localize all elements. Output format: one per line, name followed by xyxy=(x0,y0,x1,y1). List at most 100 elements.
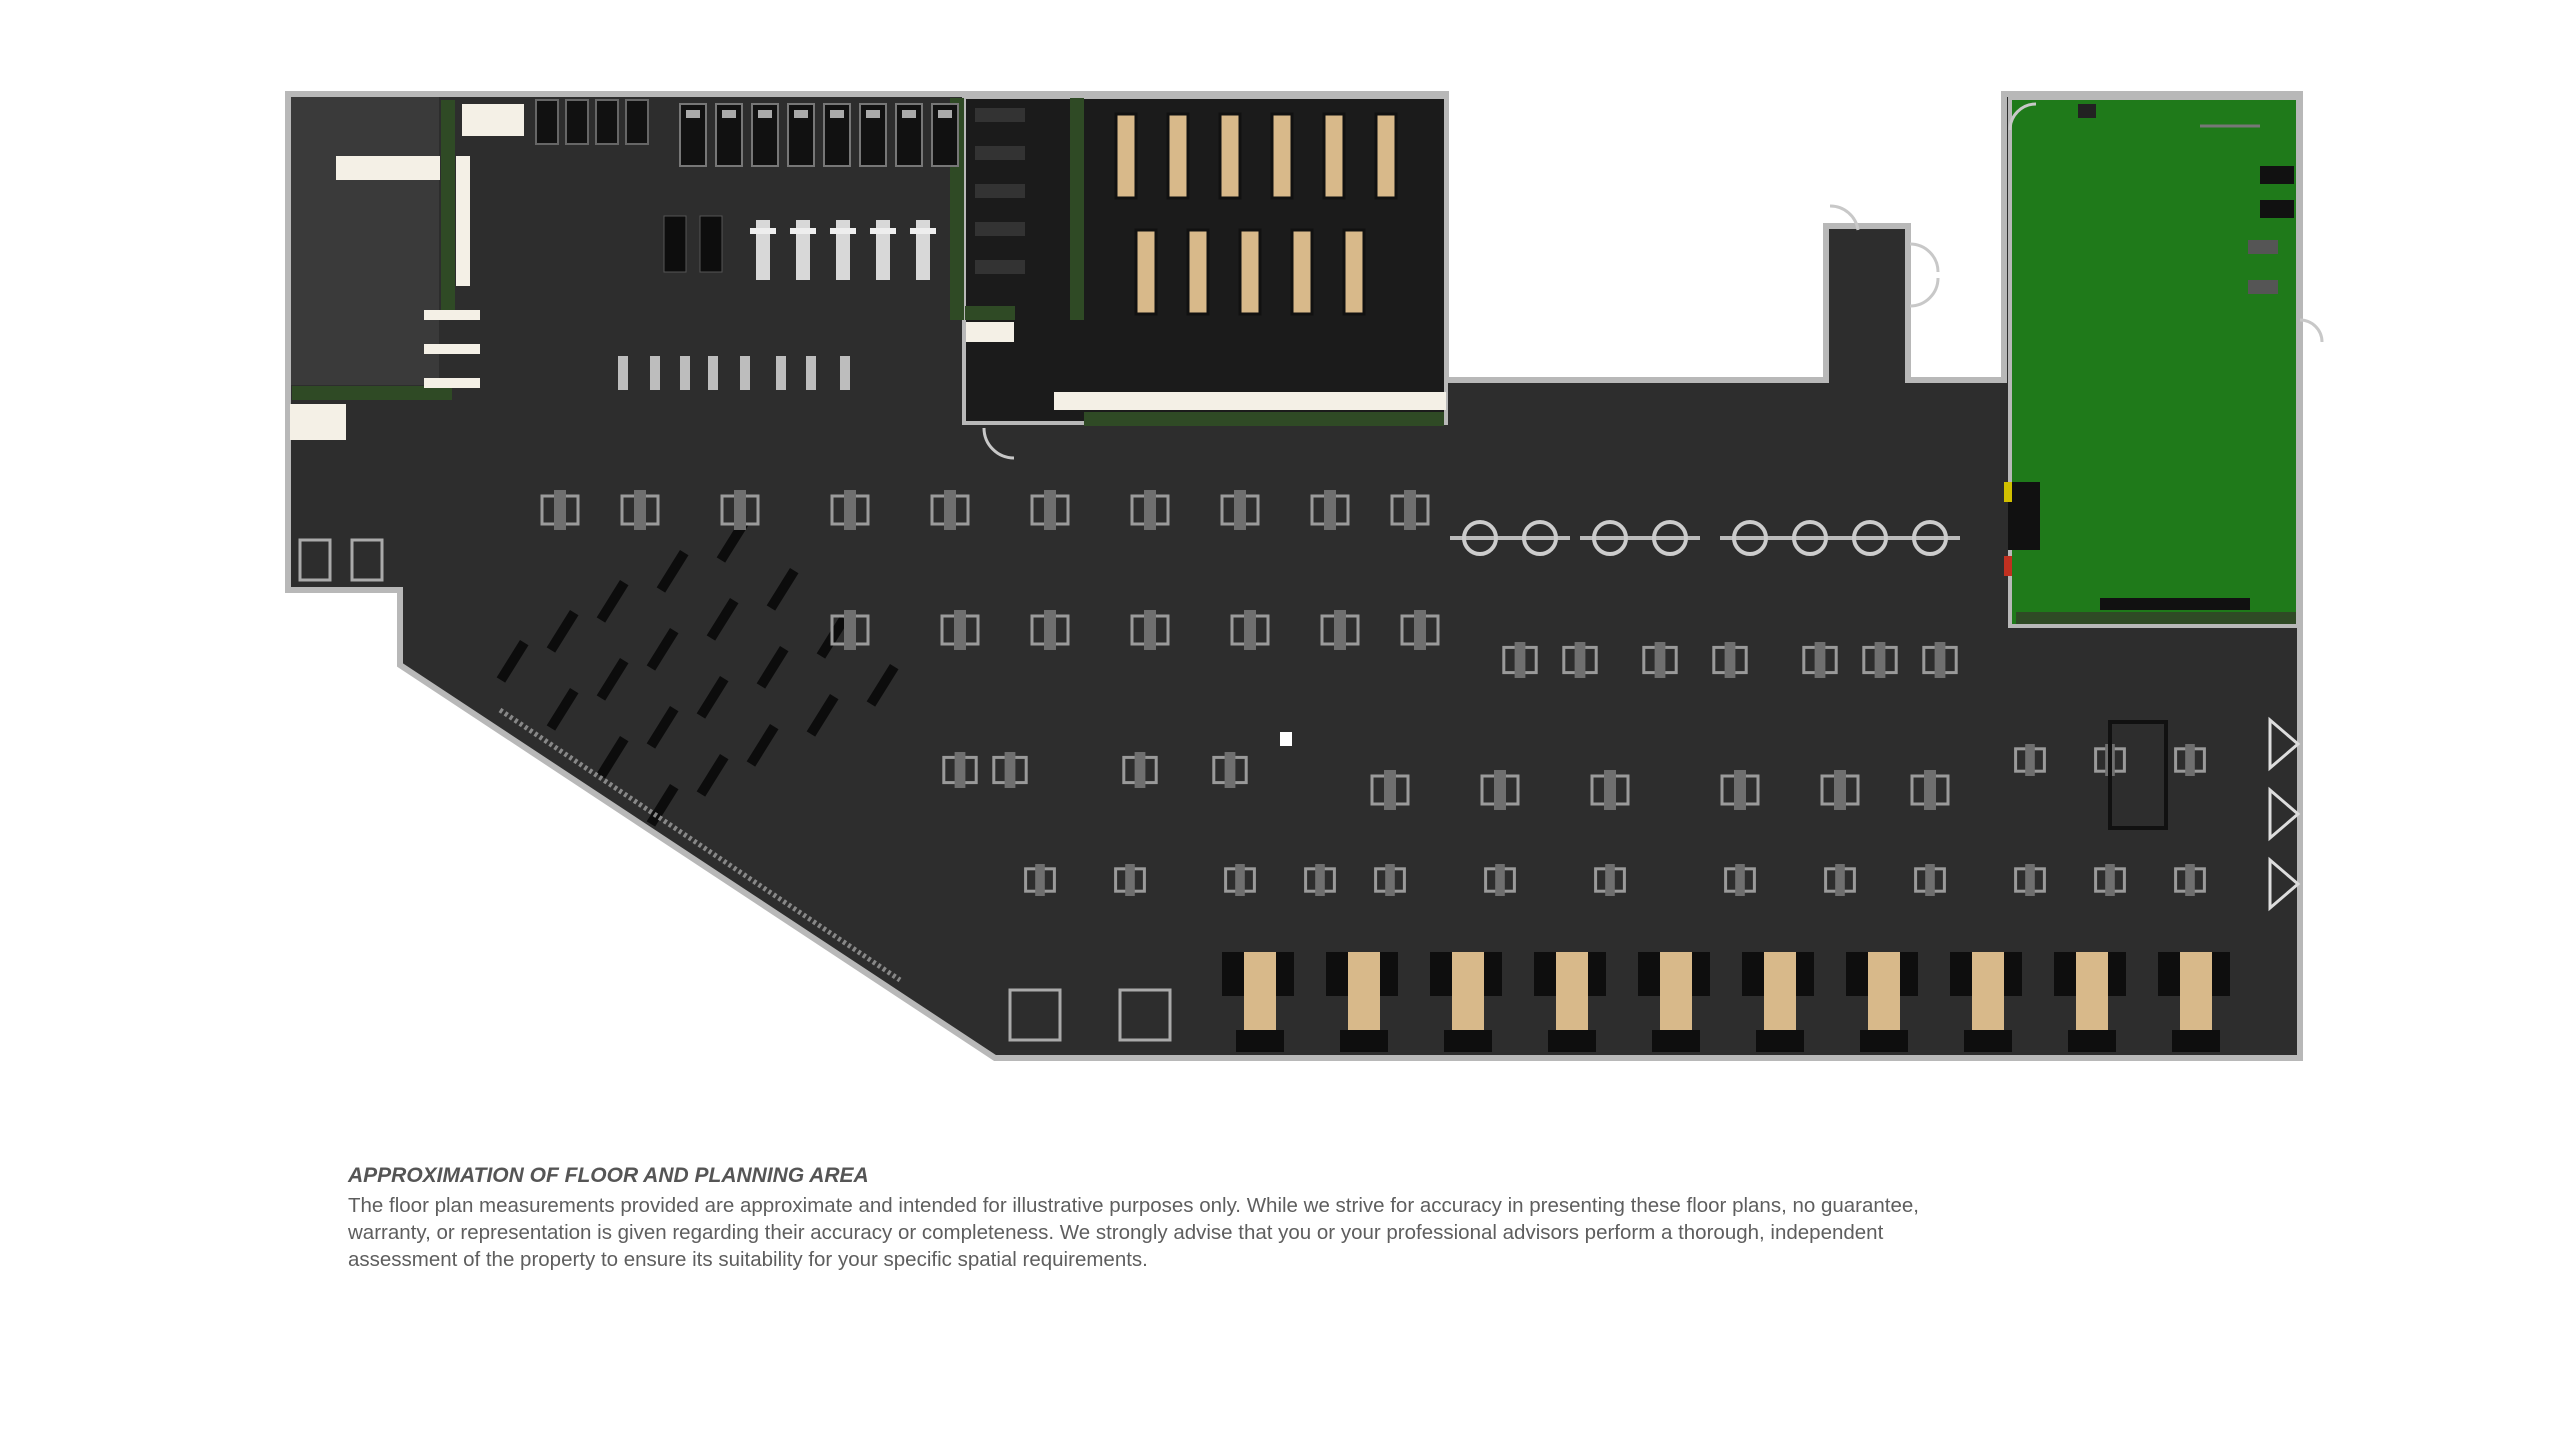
machine-seat xyxy=(1514,642,1526,678)
machine-seat xyxy=(1735,864,1745,896)
machine-seat xyxy=(1925,864,1935,896)
dumbbell-icon xyxy=(2248,280,2278,294)
rack-foot xyxy=(1964,1030,2012,1052)
machine-seat xyxy=(1044,610,1056,650)
squat-rack-icon xyxy=(2158,952,2230,1052)
turf-zone xyxy=(2008,96,2300,628)
machine-seat xyxy=(1334,610,1346,650)
machine-seat xyxy=(1404,490,1416,530)
bike-handle xyxy=(870,228,896,234)
bike-icon xyxy=(910,220,936,280)
strength-machine-icon xyxy=(1590,770,1630,810)
kettlebell-icon xyxy=(2078,104,2096,118)
reformer-group xyxy=(975,108,1398,316)
rack-foot xyxy=(1548,1030,1596,1052)
door-icon xyxy=(2299,318,2324,343)
squat-rack-icon xyxy=(1430,952,1502,1052)
barbell-icon xyxy=(1450,520,1570,556)
bench-icon xyxy=(2008,482,2040,550)
planters xyxy=(292,98,2296,624)
reformer-icon xyxy=(1218,112,1242,200)
machine-seat xyxy=(1934,642,1946,678)
strength-machine-icon xyxy=(1374,864,1406,896)
bench-icon xyxy=(706,598,739,641)
wood-platform xyxy=(2076,952,2108,1030)
mat-icon xyxy=(975,222,1025,236)
rig-icon xyxy=(2108,720,2168,830)
bench-icon xyxy=(462,104,524,136)
strength-machine-icon xyxy=(1130,490,1170,530)
treadmill-console xyxy=(938,110,952,118)
machine-seat xyxy=(1724,642,1736,678)
treadmill-icon xyxy=(595,99,619,145)
rack-foot xyxy=(1236,1030,1284,1052)
machine-seat xyxy=(1125,864,1135,896)
strength-machine-icon xyxy=(1310,490,1350,530)
bench-icon xyxy=(656,550,689,593)
reformer-icon xyxy=(1166,112,1190,200)
reformer-icon xyxy=(1186,228,1210,316)
rack-foot xyxy=(2068,1030,2116,1052)
machine-seat xyxy=(1385,864,1395,896)
caption-body: The floor plan measurements provided are… xyxy=(348,1194,1919,1271)
squat-rack-icon xyxy=(1950,952,2022,1052)
wood-platform xyxy=(1972,952,2004,1030)
building-footprint xyxy=(285,91,2303,1061)
bike-icon xyxy=(870,220,896,280)
reformer-icon xyxy=(1238,228,1262,316)
strength-machines xyxy=(540,490,2206,896)
squat-rack-icon xyxy=(2054,952,2126,1052)
bench-icon xyxy=(424,344,480,354)
squat-racks xyxy=(1222,520,2301,1052)
treadmill-icon xyxy=(931,103,959,167)
strength-machine-icon xyxy=(1484,864,1516,896)
strength-machine-icon xyxy=(1130,610,1170,650)
machine-seat xyxy=(1035,864,1045,896)
equipment-label-icon xyxy=(1280,732,1292,746)
rack-foot xyxy=(1860,1030,1908,1052)
strength-machine-icon xyxy=(2094,864,2126,896)
machine-seat xyxy=(1235,864,1245,896)
barbell-icon xyxy=(1580,520,1700,556)
strength-machine-icon xyxy=(1922,642,1958,678)
sled-icon xyxy=(2268,856,2301,912)
bike-frame xyxy=(796,220,810,280)
strength-machine-icon xyxy=(1594,864,1626,896)
machine-seat xyxy=(2185,744,2195,776)
reformer-icon xyxy=(1342,228,1366,316)
treadmill-icon xyxy=(625,99,649,145)
bike-icon xyxy=(708,356,718,390)
treadmill-row xyxy=(535,99,959,167)
strength-machine-icon xyxy=(1224,864,1256,896)
machine-seat xyxy=(1604,770,1616,810)
bench-icon xyxy=(596,580,629,623)
treadmill-icon xyxy=(679,103,707,167)
strength-machine-icon xyxy=(2174,864,2206,896)
machine-seat xyxy=(944,490,956,530)
strength-machine-icon xyxy=(1820,770,1860,810)
strength-machine-icon xyxy=(992,752,1028,788)
wood-platform xyxy=(1868,952,1900,1030)
reformer-icon xyxy=(1114,112,1138,200)
machine-seat xyxy=(634,490,646,530)
strength-machine-icon xyxy=(540,490,580,530)
strength-machine-icon xyxy=(1724,864,1756,896)
bench-icon xyxy=(866,664,899,707)
reformer-icon xyxy=(1322,112,1346,200)
plate xyxy=(1592,520,1628,556)
door-icon xyxy=(982,427,1015,460)
machine-seat xyxy=(1605,864,1615,896)
squat-rack-icon xyxy=(1326,952,1398,1052)
bike-frame xyxy=(876,220,890,280)
plate xyxy=(1462,520,1498,556)
strength-machine-icon xyxy=(1642,642,1678,678)
plate xyxy=(1652,520,1688,556)
machine-seat xyxy=(1834,770,1846,810)
strength-machine-icon xyxy=(350,538,384,582)
caption-title: APPROXIMATION OF FLOOR AND PLANNING AREA xyxy=(348,1164,869,1187)
doors xyxy=(982,102,2324,460)
machine-seat xyxy=(954,610,966,650)
strength-machine-icon xyxy=(1212,752,1248,788)
wood-platform xyxy=(1348,952,1380,1030)
bike-rows xyxy=(618,215,936,390)
